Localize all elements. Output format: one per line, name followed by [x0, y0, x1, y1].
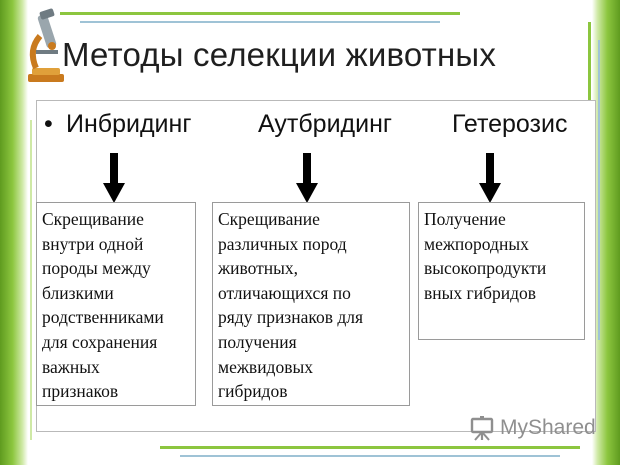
box-line: внутри одной — [42, 233, 144, 254]
right-decor-vline-blue — [598, 40, 600, 340]
inbreeding-description-box: Скрещивание внутри одной породы между бл… — [36, 202, 196, 406]
bottom-decor-line-blue — [180, 455, 560, 457]
microscope-icon — [28, 8, 64, 82]
box-line: близкими — [42, 282, 114, 303]
box-line: для сохранения — [42, 331, 158, 352]
box-line: породы между — [42, 258, 151, 279]
box-line: межвидовых — [218, 356, 313, 377]
term-heterosis: Гетерозис — [452, 110, 568, 138]
box-line: важных — [42, 356, 100, 377]
box-line: Получение — [424, 209, 506, 229]
slide-title: Методы селекции животных — [62, 36, 497, 73]
box-line: высокопродукти — [424, 258, 547, 279]
bottom-decor-line — [160, 446, 580, 449]
term-inbreeding: Инбридинг — [66, 110, 192, 138]
left-decorative-bar — [0, 0, 28, 465]
arrow-down-icon — [296, 153, 318, 203]
box-line: родственниками — [42, 307, 164, 328]
term-outbreeding: Аутбридинг — [258, 110, 393, 138]
box-line: получения — [218, 331, 297, 352]
presentation-board-icon — [470, 416, 494, 441]
outbreeding-description-box: Скрещивание различных пород животных, от… — [212, 202, 410, 406]
bullet-marker: • — [44, 110, 53, 138]
top-decor-line-blue — [80, 21, 440, 23]
box-line: гибридов — [218, 381, 288, 402]
box-line: отличающихся по — [218, 282, 351, 303]
top-decor-line — [60, 12, 460, 15]
arrow-down-icon — [103, 153, 125, 203]
heterosis-description-box: Получение межпородных высокопродукти вны… — [418, 202, 585, 340]
left-decor-vline — [30, 120, 32, 440]
box-line: вных гибридов — [424, 282, 536, 303]
right-decorative-bar — [592, 0, 620, 465]
box-line: Скрещивание — [42, 209, 144, 229]
watermark-text: MyShared — [500, 416, 596, 439]
box-line: ряду признаков для — [218, 307, 364, 328]
box-line: животных, — [218, 258, 299, 279]
box-line: межпородных — [424, 233, 529, 254]
box-line: признаков — [42, 381, 119, 402]
box-line: различных пород — [218, 233, 347, 254]
arrow-down-icon — [479, 153, 501, 203]
box-line: Скрещивание — [218, 209, 320, 229]
